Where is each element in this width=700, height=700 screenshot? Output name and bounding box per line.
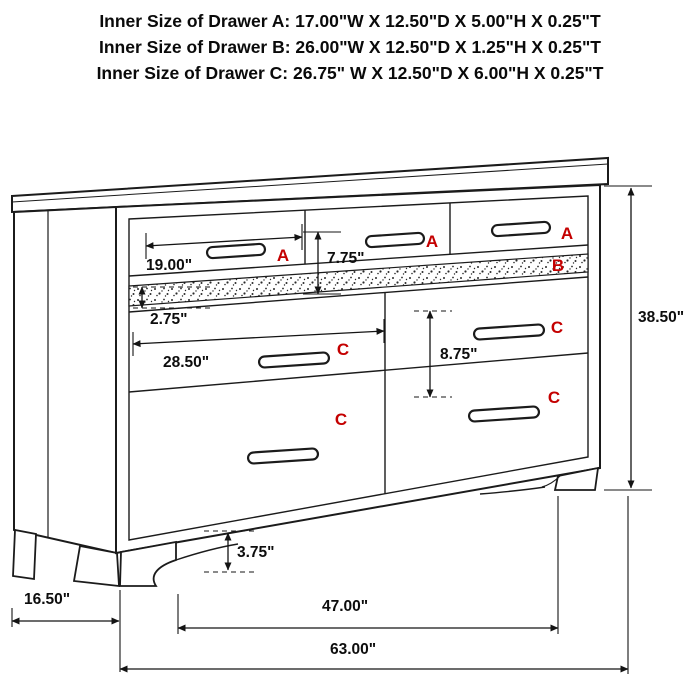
drawer-a1-handle-icon — [205, 242, 267, 260]
front-right-foot — [553, 466, 600, 491]
right-foot-curve — [541, 475, 561, 488]
dim-depth: 16.50" — [11, 590, 121, 672]
dim-drawer-a-front-height: 7.75" — [303, 231, 365, 295]
dim-inner-leg-span-label: 47.00" — [322, 598, 368, 615]
drawer-a3-label: A — [561, 224, 573, 243]
dim-drawer-c-front-height-label: 8.75" — [440, 346, 478, 363]
divider-c-area-top — [128, 276, 589, 313]
top-slab-profile-line — [11, 163, 609, 203]
dim-drawer-c-width-label: 28.50" — [163, 354, 209, 371]
spec-line-drawer-c: Inner Size of Drawer C: 26.75" W X 12.50… — [96, 63, 604, 83]
dim-foot-height: 3.75" — [204, 530, 275, 573]
dresser-body: A A A B C C C C — [11, 156, 609, 588]
dresser-top-slab — [11, 156, 609, 214]
spec-line-drawer-a: Inner Size of Drawer A: 17.00"W X 12.50"… — [99, 11, 601, 31]
drawer-c-bottom-left-handle-icon — [246, 447, 320, 465]
right-apron-curve — [479, 486, 546, 495]
dim-overall-height: 38.50" — [604, 185, 684, 491]
side-panel — [13, 205, 117, 555]
dim-drawer-a-width: 19.00" — [145, 224, 303, 274]
dim-overall-width-label: 63.00" — [330, 641, 376, 658]
dim-drawer-a-front-height-label: 7.75" — [327, 250, 365, 267]
glitter-band-drawer-b — [128, 253, 589, 307]
drawer-b-label: B — [552, 256, 564, 275]
dim-drawer-c-front-height: 8.75" — [414, 310, 478, 398]
dim-depth-label: 16.50" — [24, 591, 70, 608]
divider-a-row-bottom — [128, 244, 589, 277]
dim-inner-leg-span: 47.00" — [177, 496, 559, 634]
drawer-c-top-left-label: C — [337, 340, 349, 359]
drawer-c-bottom-left-label: C — [335, 410, 347, 429]
drawer-a3-handle-icon — [490, 220, 552, 238]
spec-line-drawer-b: Inner Size of Drawer B: 26.00"W X 12.50"… — [99, 37, 601, 57]
drawer-a2-handle-icon — [364, 231, 426, 249]
drawer-c-bottom-right-handle-icon — [467, 405, 541, 423]
divider-c-rows — [128, 352, 589, 393]
front-left-foot — [119, 540, 177, 587]
front-frame-inner — [128, 195, 589, 541]
dim-overall-width: 63.00" — [119, 496, 629, 674]
drawer-c-bottom-right-label: C — [548, 388, 560, 407]
drawer-c-top-right-label: C — [551, 318, 563, 337]
dim-drawer-b-front-height-label: 2.75" — [150, 311, 188, 328]
back-left-foot — [12, 528, 37, 581]
side-front-foot — [72, 544, 120, 588]
dim-drawer-b-front-height: 2.75" — [133, 286, 212, 328]
drawer-a1-label: A — [277, 246, 289, 265]
dimension-annotations: 19.00" 7.75" 2.75" 28.50" — [11, 185, 684, 674]
drawer-a2-label: A — [426, 232, 438, 251]
drawer-c-top-left-handle-icon — [257, 351, 331, 369]
left-apron-curve — [175, 543, 239, 561]
dim-foot-height-label: 3.75" — [237, 544, 275, 561]
spec-header: Inner Size of Drawer A: 17.00"W X 12.50"… — [0, 8, 700, 86]
dim-overall-height-label: 38.50" — [638, 309, 684, 326]
dim-drawer-c-width: 28.50" — [132, 319, 385, 371]
drawer-c-top-right-handle-icon — [472, 323, 546, 341]
dim-drawer-a-width-label: 19.00" — [146, 257, 192, 274]
